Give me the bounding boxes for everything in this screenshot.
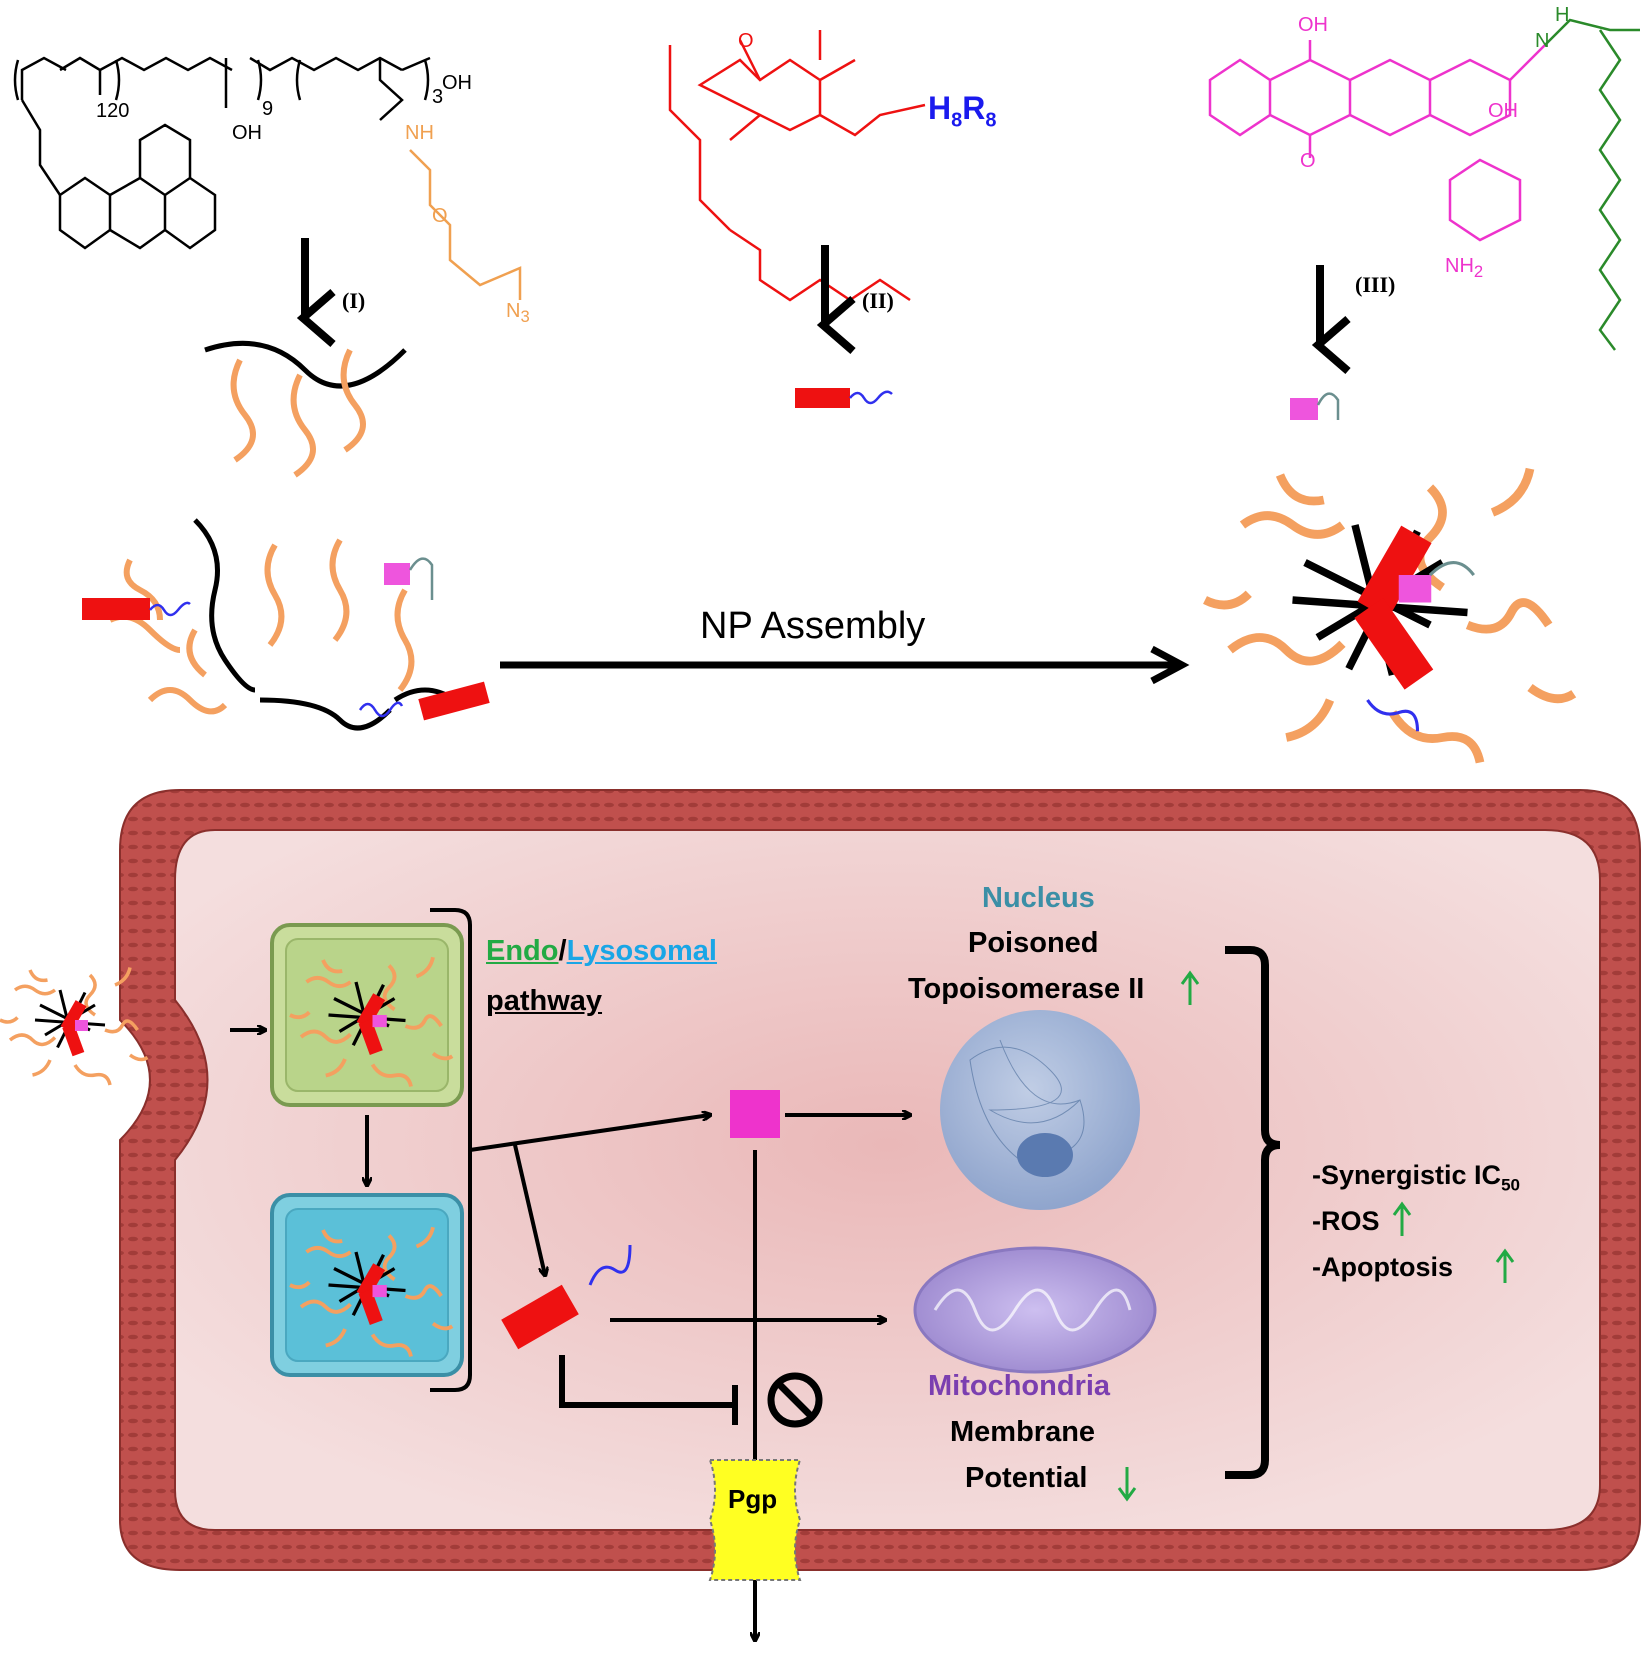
ros-up-arrow (1392, 1201, 1412, 1236)
cell (119, 789, 1641, 1571)
step-label-1: (I) (342, 288, 366, 313)
outcome-ic50: -Synergistic IC50 (1312, 1160, 1520, 1195)
release-arrow-dox (469, 1115, 710, 1152)
polymer-structure (13, 56, 431, 250)
inhibition-line (559, 1355, 735, 1408)
potential-down-arrow (1117, 1467, 1137, 1502)
mito-title: Mitochondria (928, 1370, 1111, 1402)
polymer-chain-icon (204, 340, 407, 478)
assembly-label: NP Assembly (700, 605, 926, 647)
polymer-sub-3: 3 (432, 86, 444, 108)
dox-n: N (1535, 30, 1550, 52)
lyso-label: Lysosomal (566, 935, 717, 967)
pgp-pump (708, 1459, 802, 1581)
assembled-nanoparticle (1205, 469, 1574, 763)
release-arrow-vitamin (513, 1144, 545, 1275)
mitochondria (913, 1246, 1157, 1374)
step-label-2: (II) (862, 288, 894, 313)
vitamin-structure (668, 30, 926, 302)
polymer-nh: NH (405, 122, 434, 144)
cell-interior (174, 829, 1601, 1531)
apoptosis-up-arrow (1495, 1248, 1515, 1283)
released-dox-icon (730, 1090, 780, 1138)
outcome-apoptosis: -Apoptosis (1312, 1252, 1453, 1282)
pgp-label: Pgp (728, 1484, 778, 1514)
dox-icon (1290, 398, 1318, 420)
dox-oh-top: OH (1298, 14, 1328, 36)
polymer-sub-120: 120 (96, 100, 130, 122)
dox-oh-side: OH (1488, 100, 1518, 122)
endo-lyso-label: Endo/Lysosomal (486, 935, 717, 968)
pathway-label: pathway (486, 985, 603, 1017)
dox-nh2: NH2 (1445, 255, 1484, 281)
polymer-peg-arm (409, 149, 522, 300)
vitamin-o: O (738, 30, 754, 52)
no-symbol-icon (767, 1372, 823, 1428)
entering-nanoparticle (0, 965, 150, 1087)
dox-structure (1208, 40, 1546, 242)
endosome (270, 923, 464, 1107)
mito-line2: Potential (965, 1462, 1088, 1494)
step-label-3: (III) (1355, 272, 1396, 297)
vitamin-icon (795, 388, 850, 408)
released-vitamin-icon (501, 1284, 579, 1350)
polymer-carboxyl-oh: OH (232, 122, 262, 144)
polymer-sub-9: 9 (262, 98, 274, 120)
dox-h: H (1555, 4, 1570, 26)
nucleus (940, 1010, 1140, 1210)
outcome-ros: -ROS (1312, 1206, 1380, 1236)
dox-o: O (1300, 150, 1316, 172)
lysosome (270, 1193, 464, 1377)
polymer-oh: OH (442, 72, 472, 94)
components-group (82, 518, 490, 731)
nucleus-title: Nucleus (982, 882, 1095, 914)
mito-line1: Membrane (950, 1416, 1096, 1448)
endo-label: Endo (486, 935, 559, 967)
outcome-bracket (1225, 946, 1281, 1479)
lipid-tail (1544, 18, 1640, 351)
nucleus-line2: Topoisomerase II (908, 973, 1145, 1005)
vitamin-h8r8: H8R8 (928, 90, 997, 132)
polymer-o: O (432, 205, 448, 227)
topo-up-arrow (1180, 970, 1200, 1005)
nucleus-line1: Poisoned (968, 927, 1099, 959)
slash-label: / (558, 935, 567, 967)
polymer-n3: N3 (506, 300, 530, 326)
